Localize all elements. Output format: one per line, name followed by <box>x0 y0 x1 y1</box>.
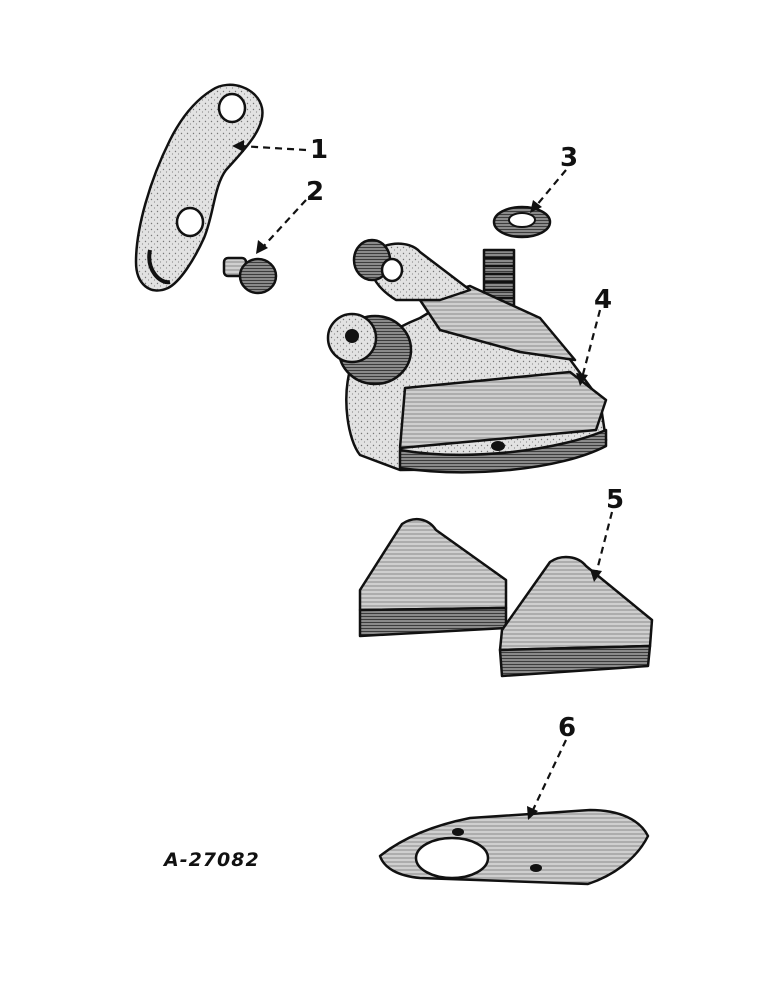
callout-2: 2 <box>306 177 324 207</box>
leader-2 <box>261 199 307 249</box>
leader-1 <box>239 144 307 152</box>
callout-3: 3 <box>560 143 578 173</box>
leader-5 <box>594 511 614 575</box>
leader-lines <box>232 140 614 820</box>
part-2-bolt <box>222 256 278 295</box>
figure-id-label: A-27082 <box>162 849 260 871</box>
part-3-washer <box>492 205 552 239</box>
callout-5: 5 <box>606 485 624 515</box>
wedge-block-right <box>498 555 654 678</box>
callout-labels: 1 2 3 4 5 6 <box>306 135 624 743</box>
part-4-housing-assembly <box>326 238 608 474</box>
part-1-lever <box>134 83 264 292</box>
leader-3 <box>535 169 567 207</box>
part-5-wedge-blocks <box>358 517 654 678</box>
front-roller <box>326 312 413 386</box>
leader-4 <box>580 309 602 379</box>
leader-6 <box>531 739 567 813</box>
callout-1: 1 <box>310 135 328 165</box>
wedge-block-left <box>358 517 508 638</box>
callout-6: 6 <box>558 713 576 743</box>
callout-4: 4 <box>594 285 612 315</box>
part-6-base-plate <box>378 808 650 886</box>
